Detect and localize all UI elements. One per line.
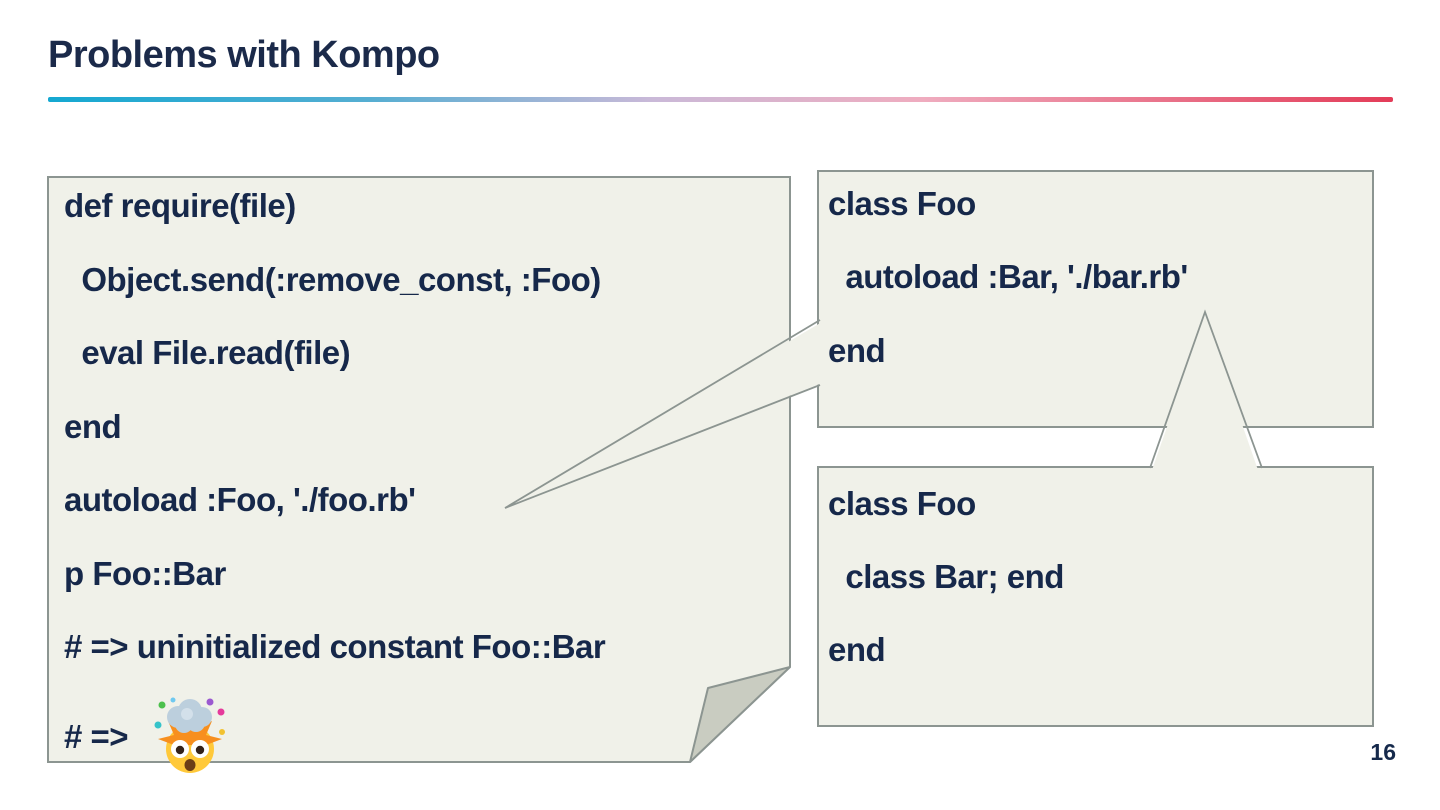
code-line: autoload :Foo, './foo.rb' — [64, 481, 416, 518]
code-line: end — [64, 408, 122, 445]
top-right-bubble-tail-outline — [504, 319, 821, 509]
code-line: class Bar; end — [828, 558, 1064, 595]
code-line: # => uninitialized constant Foo::Bar — [64, 628, 606, 665]
confetti-dot — [206, 698, 214, 706]
top-right-code-bubble-shape — [817, 170, 1374, 428]
code-line: def require(file) — [64, 187, 296, 224]
exploding-head-emoji — [154, 697, 225, 773]
code-line: p Foo::Bar — [64, 555, 226, 592]
folded-corner — [689, 666, 791, 763]
code-line: class Foo — [828, 185, 976, 222]
code-line: end — [828, 631, 886, 668]
confetti-dot — [158, 701, 166, 709]
confetti-dot — [170, 697, 176, 703]
code-line: eval File.read(file) — [64, 334, 351, 371]
bottom-right-bubble-tail-outline — [1149, 309, 1263, 469]
emoji-pupil — [195, 745, 205, 755]
code-line: # => — [64, 718, 129, 755]
top-right-bubble-tail-fill — [507, 322, 822, 508]
code-line: Object.send(:remove_const, :Foo) — [64, 261, 601, 298]
slide-title: Problems with Kompo — [48, 34, 440, 76]
bottom-right-code-bubble-shape — [817, 466, 1374, 727]
confetti-dot — [154, 721, 162, 729]
bottom-right-bubble-tail-fill — [1152, 318, 1258, 470]
title-accent-rule — [48, 97, 1393, 102]
code-line: end — [828, 332, 886, 369]
emoji-cloud-highlight — [181, 708, 193, 720]
code-line: class Foo — [828, 485, 976, 522]
emoji-cloud — [167, 699, 212, 733]
code-line: autoload :Bar, './bar.rb' — [828, 258, 1188, 295]
emoji-pupil — [175, 745, 185, 755]
confetti-dot — [219, 729, 225, 735]
emoji-mouth — [184, 759, 196, 771]
page-number: 16 — [1370, 739, 1396, 765]
confetti-dot — [217, 708, 225, 716]
